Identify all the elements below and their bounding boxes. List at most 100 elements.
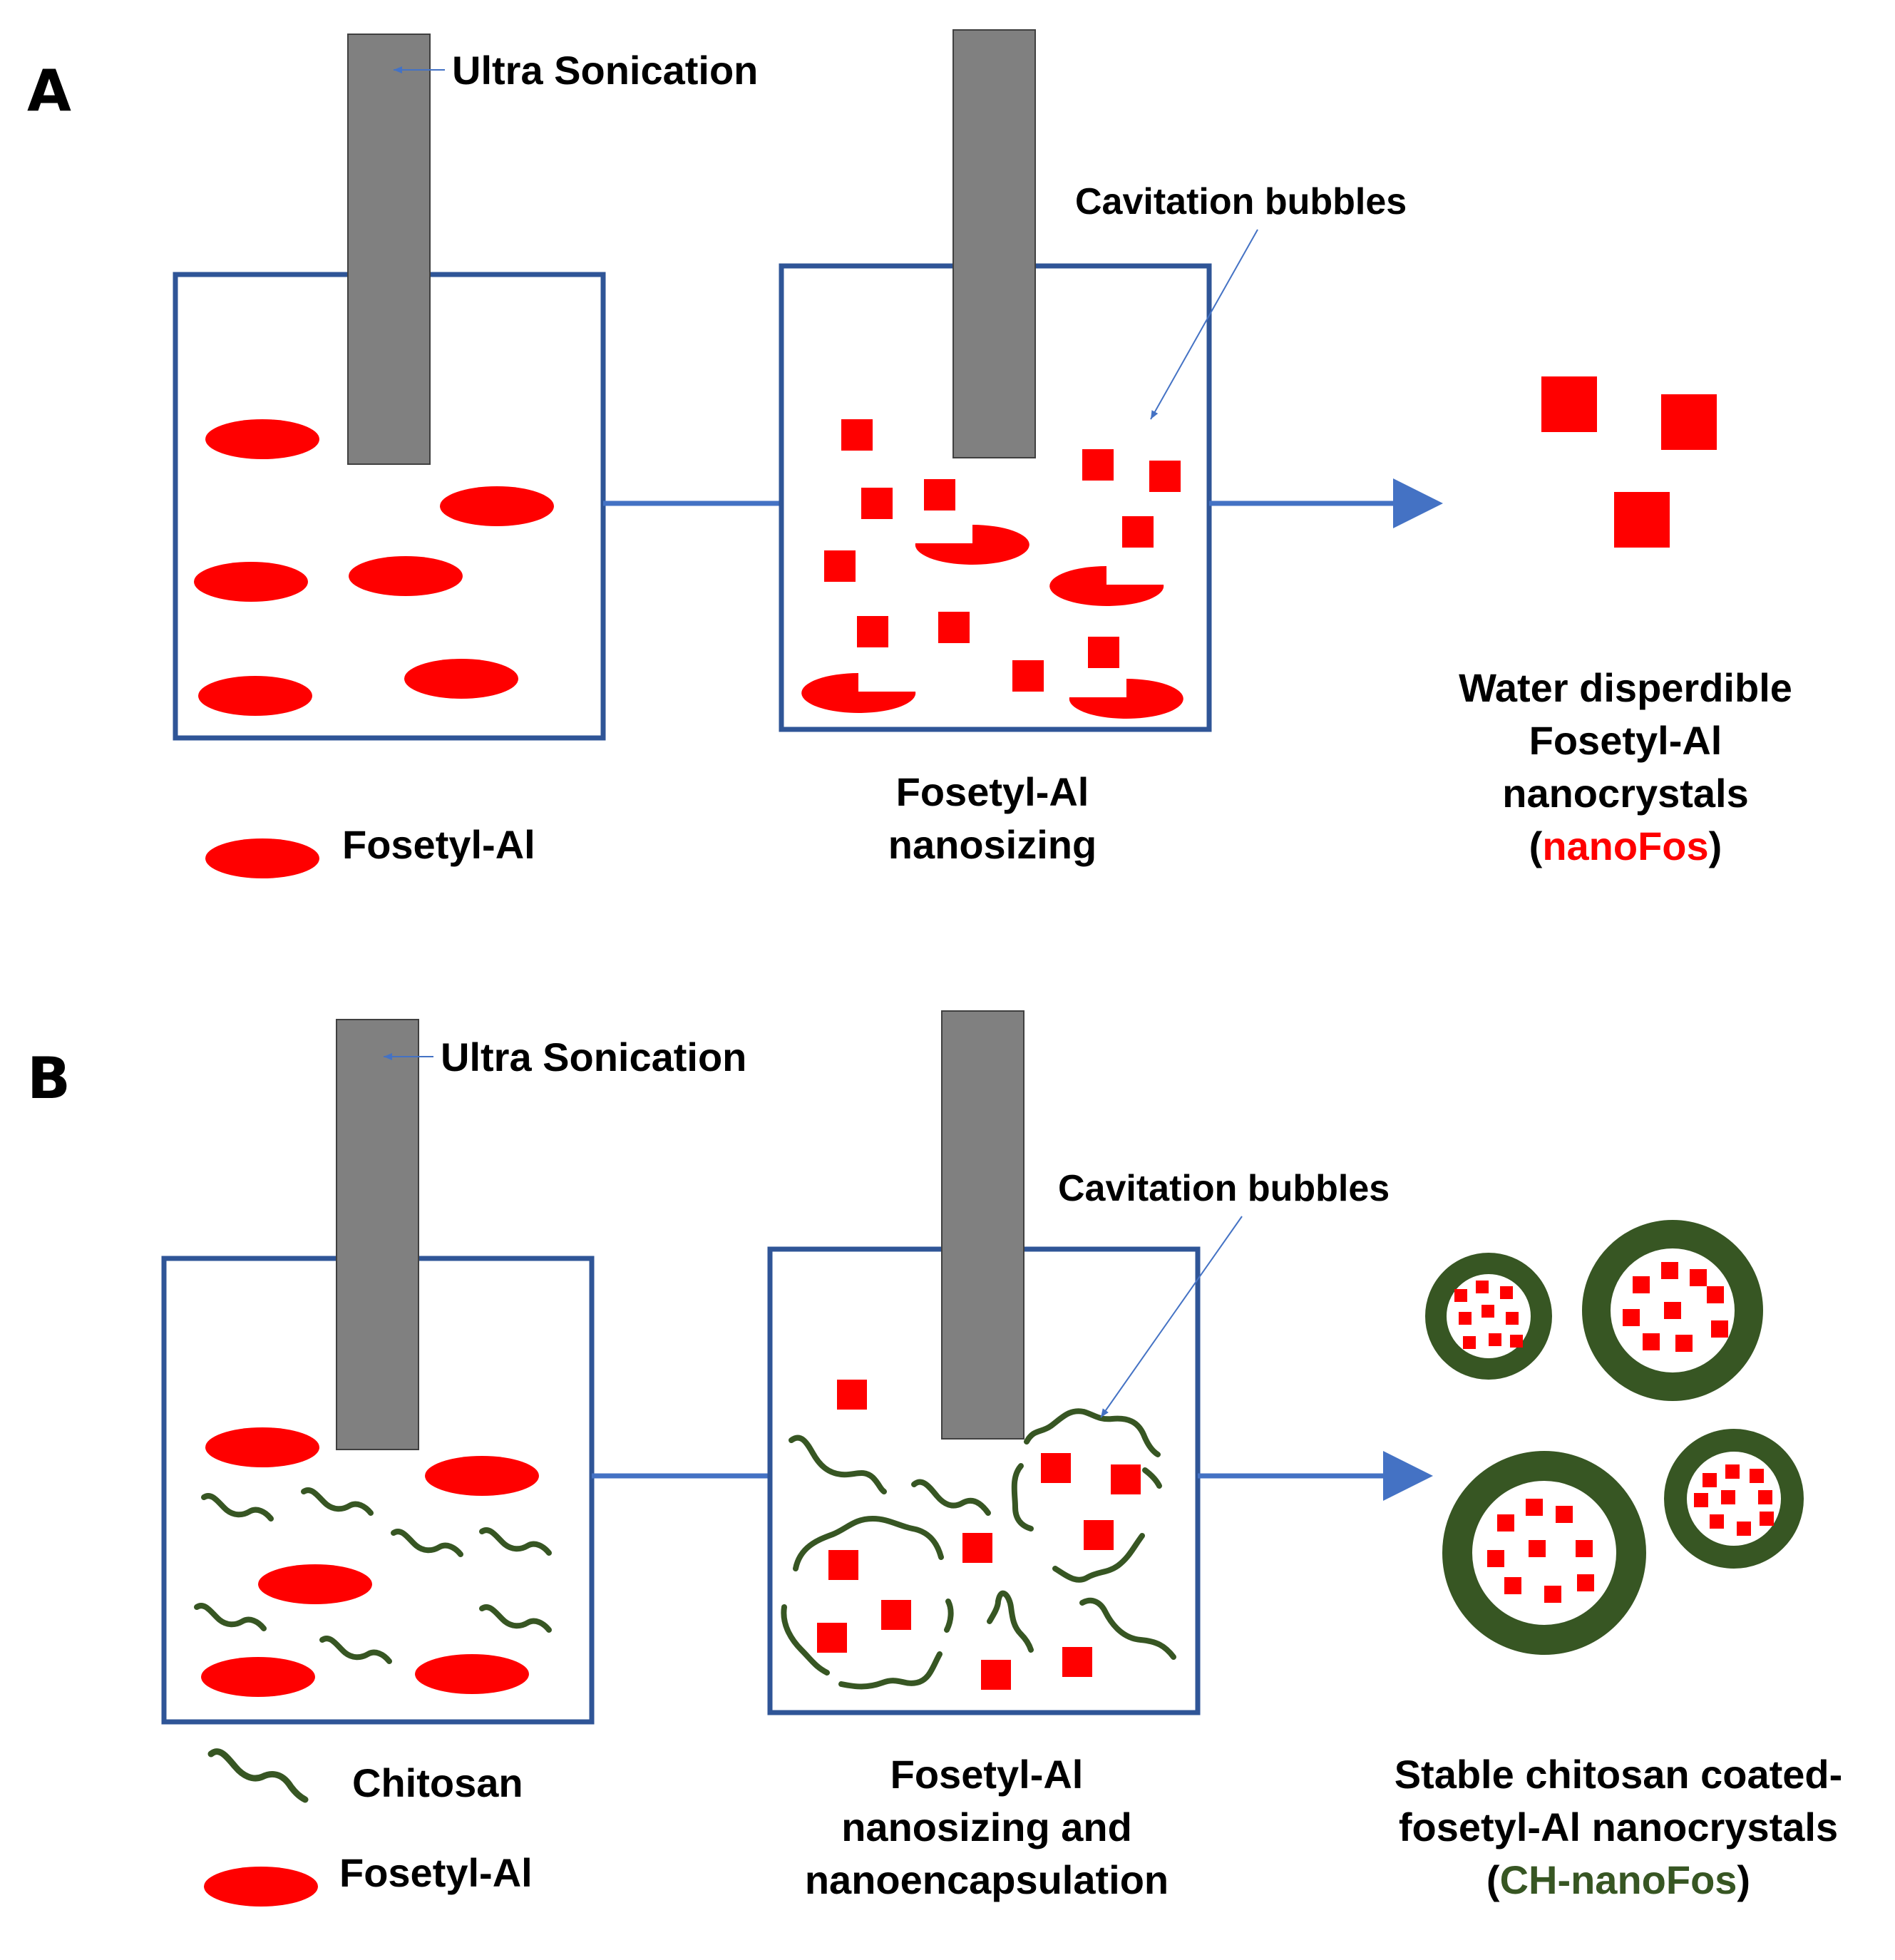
legend-chitosan-icon <box>207 1748 309 1803</box>
chitosan-strand <box>911 1479 991 1516</box>
panel-a-result-highlight: nanoFos <box>1542 823 1708 868</box>
panel-b-probe-label: Ultra Sonication <box>441 1035 746 1079</box>
panel-a-letter: A <box>27 58 71 124</box>
nanocrystal <box>1062 1647 1092 1677</box>
fosetyl-particle <box>198 676 312 716</box>
chitosan-strand <box>1052 1533 1145 1583</box>
nanocapsule <box>1425 1253 1552 1380</box>
panel-a-legend-fosetyl: Fosetyl-Al <box>342 822 535 867</box>
panel-b-vessel-2-crystals <box>817 1380 1141 1690</box>
nanocrystal <box>837 1380 867 1410</box>
paren-open: ( <box>1529 823 1543 868</box>
nanocrystal <box>1012 660 1044 692</box>
panel-a-probe-label: Ultra Sonication <box>452 48 758 93</box>
panel-b-result-highlight: CH-nanoFos <box>1500 1857 1737 1902</box>
fosetyl-particle <box>205 1427 319 1467</box>
panel-b-legend-chitosan: Chitosan <box>352 1760 523 1805</box>
panel-a-vessel-2-particles <box>801 419 1183 719</box>
nanocrystal <box>1084 1520 1114 1550</box>
fragmented-particle <box>915 525 1029 565</box>
fosetyl-particle <box>415 1654 529 1694</box>
panel-a-result-caption-line1: Water disperdible <box>1459 665 1792 710</box>
panel-b-vessel-1-particles <box>201 1427 539 1697</box>
nanocrystal <box>1041 1453 1071 1483</box>
nanocrystal <box>981 1660 1011 1690</box>
nanocrystal <box>841 419 873 451</box>
panel-a-result-caption-line2: Fosetyl-Al <box>1529 718 1722 763</box>
panel-a-sonication-probe-1 <box>347 34 431 465</box>
panel-b-bubbles-label: Cavitation bubbles <box>1058 1168 1390 1209</box>
nanocrystal <box>962 1533 992 1563</box>
panel-a-result-caption-line3: nanocrystals <box>1502 771 1749 816</box>
nanocapsule <box>1442 1451 1646 1655</box>
fosetyl-particle <box>404 659 518 699</box>
nanocrystal <box>1541 376 1597 432</box>
nanocrystal <box>861 488 893 519</box>
panel-a-result-caption-line4: (nanoFos) <box>1529 823 1722 868</box>
fosetyl-particle <box>440 486 554 526</box>
chitosan-strand <box>322 1638 389 1661</box>
legend-fosetyl-icon <box>205 838 319 878</box>
panel-b-result-caption-line2: fosetyl-Al nanocrystals <box>1399 1805 1838 1849</box>
fragmented-particle <box>1049 566 1164 606</box>
chitosan-strand <box>394 1531 461 1554</box>
fosetyl-particle <box>201 1657 315 1697</box>
panel-b-vessel-2-chitosan <box>781 1408 1176 1690</box>
nanocrystal <box>938 612 970 643</box>
chitosan-strand <box>1079 1597 1176 1660</box>
nanocrystal <box>1122 516 1154 548</box>
paren-close: ) <box>1709 823 1722 868</box>
nanocapsule <box>1664 1429 1804 1569</box>
panel-b-letter: B <box>27 1045 71 1112</box>
chitosan-strand <box>482 1607 549 1630</box>
chitosan-strand <box>304 1490 371 1513</box>
panel-b-step2-caption-line2: nanosizing and <box>841 1805 1132 1849</box>
panel-b-bubbles-pointer <box>1100 1216 1243 1418</box>
panel-a: A Ultra Sonication <box>27 29 1792 878</box>
panel-a-step2-caption-line1: Fosetyl-Al <box>896 769 1089 814</box>
panel-b-result-caption-line3: (CH-nanoFos) <box>1486 1857 1750 1902</box>
chitosan-strand <box>1024 1408 1161 1457</box>
panel-b-result-caption-line1: Stable chitosan coated- <box>1395 1752 1843 1797</box>
paren-close: ) <box>1737 1857 1750 1902</box>
fosetyl-particle <box>349 556 463 596</box>
nanocrystal <box>828 1550 858 1580</box>
chitosan-strand <box>781 1604 830 1676</box>
fosetyl-particle <box>194 562 308 602</box>
chitosan-strand <box>1011 1463 1034 1531</box>
fosetyl-particle <box>258 1564 372 1604</box>
panel-b-legend-fosetyl: Fosetyl-Al <box>339 1850 533 1895</box>
nanocrystal <box>1088 637 1119 668</box>
panel-b: B Ultra Sonication <box>27 1010 1843 1907</box>
nanocrystal <box>1149 461 1181 492</box>
chitosan-strand <box>789 1435 887 1494</box>
chitosan-strand <box>1142 1467 1162 1489</box>
panel-a-bubbles-label: Cavitation bubbles <box>1075 181 1407 222</box>
nanocrystal <box>817 1623 847 1653</box>
fosetyl-particle <box>205 419 319 459</box>
fragmented-particle <box>1069 679 1183 719</box>
nanocrystal <box>1082 449 1114 481</box>
chitosan-strand <box>204 1496 271 1519</box>
fosetyl-particle <box>425 1456 539 1496</box>
chitosan-strand <box>987 1590 1034 1653</box>
panel-a-vessel-1-particles <box>194 419 554 716</box>
panel-a-step2-caption-line2: nanosizing <box>888 822 1097 867</box>
legend-fosetyl-icon <box>204 1867 318 1907</box>
nanocrystal <box>1661 394 1717 450</box>
nanocrystal <box>881 1600 911 1630</box>
panel-b-result-capsules <box>1425 1220 1804 1655</box>
chitosan-strand <box>197 1606 264 1628</box>
nanocrystal <box>824 550 856 582</box>
nanocrystal <box>857 616 888 647</box>
panel-a-result-crystals <box>1541 376 1717 548</box>
chitosan-strand <box>838 1651 943 1690</box>
nanocrystal <box>924 479 955 510</box>
fragmented-particle <box>801 673 916 713</box>
chitosan-strand <box>482 1530 549 1553</box>
nanocrystal <box>1614 492 1670 548</box>
chitosan-strand <box>944 1599 954 1633</box>
paren-open: ( <box>1486 1857 1500 1902</box>
panel-b-sonication-probe-2 <box>941 1010 1024 1440</box>
